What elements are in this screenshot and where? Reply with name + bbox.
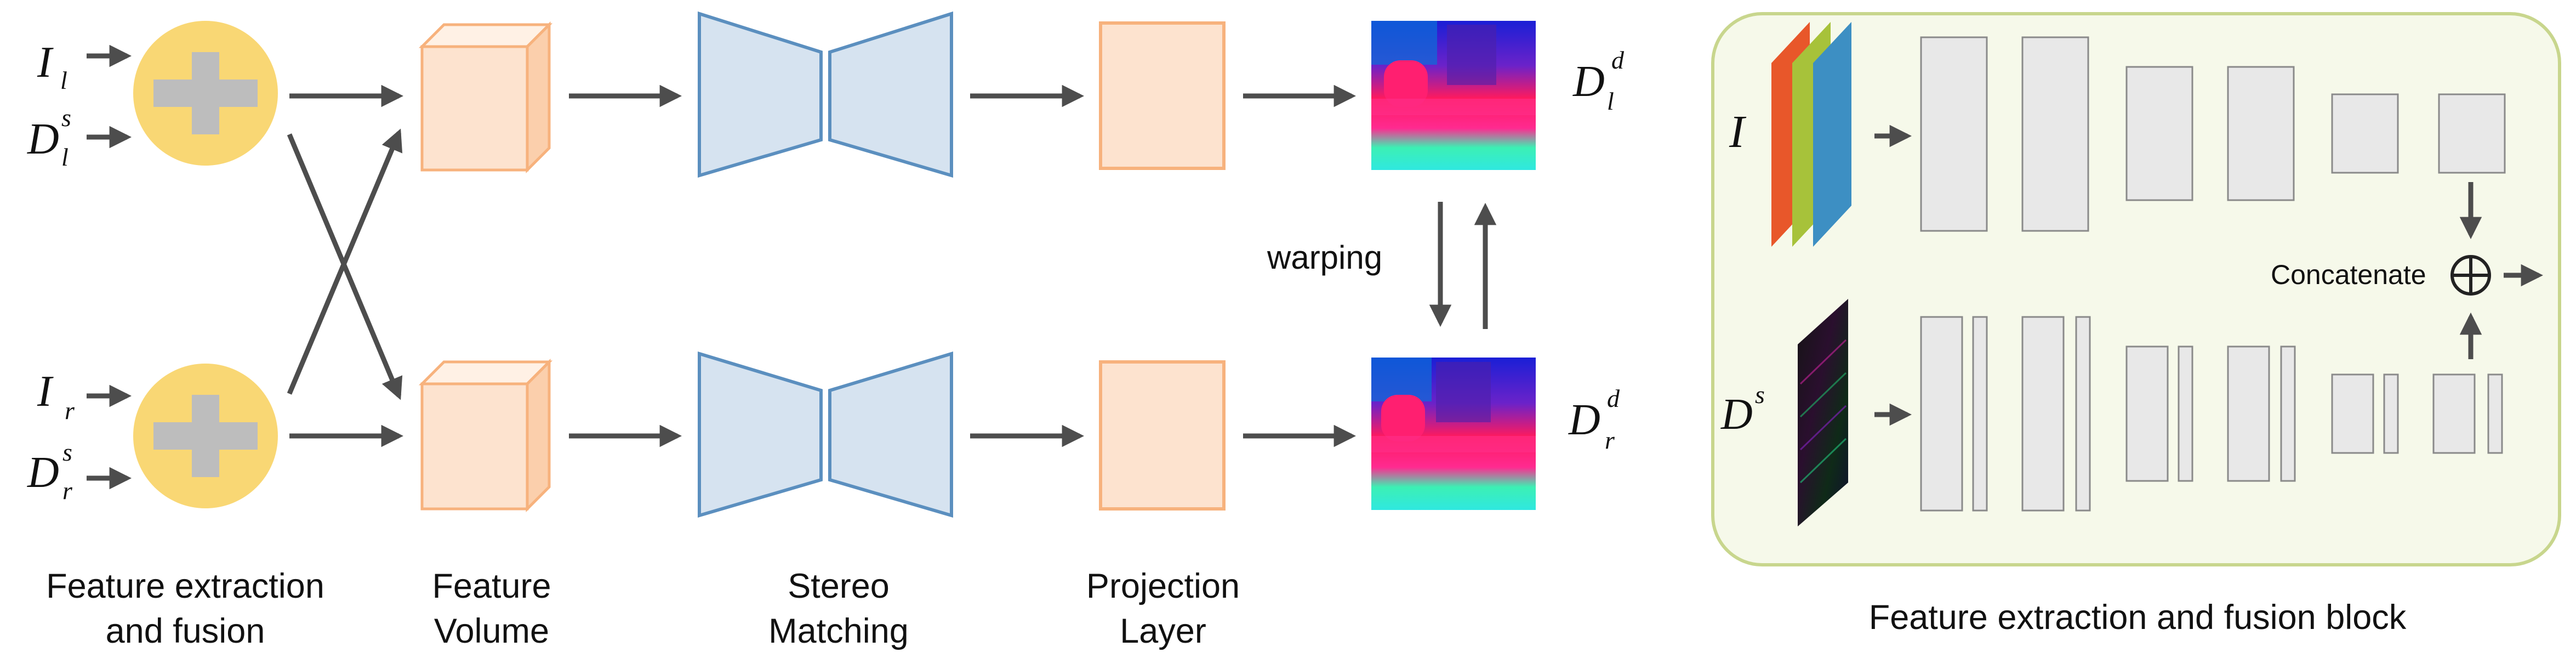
svg-text:r: r (65, 396, 75, 424)
warping-label: warping (1267, 239, 1382, 276)
svg-text:D: D (1572, 58, 1605, 106)
svg-text:d: d (1607, 384, 1620, 412)
svg-text:s: s (1755, 381, 1765, 409)
svg-text:I: I (37, 38, 54, 87)
input-label-left-image: I l (37, 38, 67, 94)
caption-fusion-line1: Feature extraction (46, 567, 324, 605)
concatenate-icon (2450, 255, 2491, 296)
svg-text:s: s (61, 104, 71, 132)
output-label-left: D d l (1572, 46, 1625, 115)
disparity-map-right (1371, 358, 1536, 510)
caption-volume-line1: Feature (432, 567, 551, 605)
svg-text:I: I (37, 367, 54, 416)
caption-stereo-line2: Matching (768, 612, 909, 650)
input-label-right-image: I r (37, 367, 75, 424)
svg-text:d: d (1611, 46, 1625, 74)
svg-text:D: D (27, 449, 59, 497)
output-label-right: D d r (1568, 384, 1620, 454)
svg-text:D: D (1720, 390, 1753, 439)
svg-text:I: I (1729, 106, 1747, 157)
stereo-matching-right (698, 351, 953, 518)
image-branch-layers (1920, 36, 2506, 232)
disparity-map-left (1371, 21, 1536, 170)
feature-volume-right (418, 358, 553, 513)
rgb-image-input (1771, 22, 1851, 247)
svg-text:r: r (1605, 426, 1615, 454)
caption-volume-line2: Volume (434, 612, 549, 650)
sparse-depth-input (1798, 299, 1848, 526)
input-label-left-depth: D s l (27, 104, 71, 171)
feature-volume-left (418, 21, 553, 174)
concatenate-label: Concatenate (2271, 259, 2426, 290)
svg-text:D: D (27, 115, 59, 163)
arrow-fusion-right-to-volume-left (287, 128, 403, 395)
stereo-matching-left (698, 11, 953, 178)
block-label-image: I (1729, 106, 1747, 157)
caption-projection-line1: Projection (1086, 567, 1240, 605)
fusion-node-right (133, 364, 278, 508)
svg-text:l: l (61, 143, 69, 171)
svg-text:l: l (1607, 87, 1614, 115)
svg-text:s: s (62, 438, 72, 466)
fusion-node-left (133, 21, 278, 166)
fusion-block-caption: Feature extraction and fusion block (1869, 598, 2407, 637)
svg-text:r: r (62, 477, 73, 504)
input-label-right-depth: D s r (27, 438, 73, 504)
caption-stereo-line1: Stereo (788, 567, 890, 605)
caption-fusion-line2: and fusion (106, 612, 265, 650)
projection-layer-right (1099, 360, 1226, 511)
svg-text:D: D (1568, 396, 1600, 444)
block-label-depth: D s (1720, 381, 1765, 439)
svg-text:l: l (60, 66, 67, 94)
projection-layer-left (1099, 21, 1226, 170)
depth-branch-layers (1920, 316, 2503, 512)
caption-projection-line2: Layer (1120, 612, 1206, 650)
